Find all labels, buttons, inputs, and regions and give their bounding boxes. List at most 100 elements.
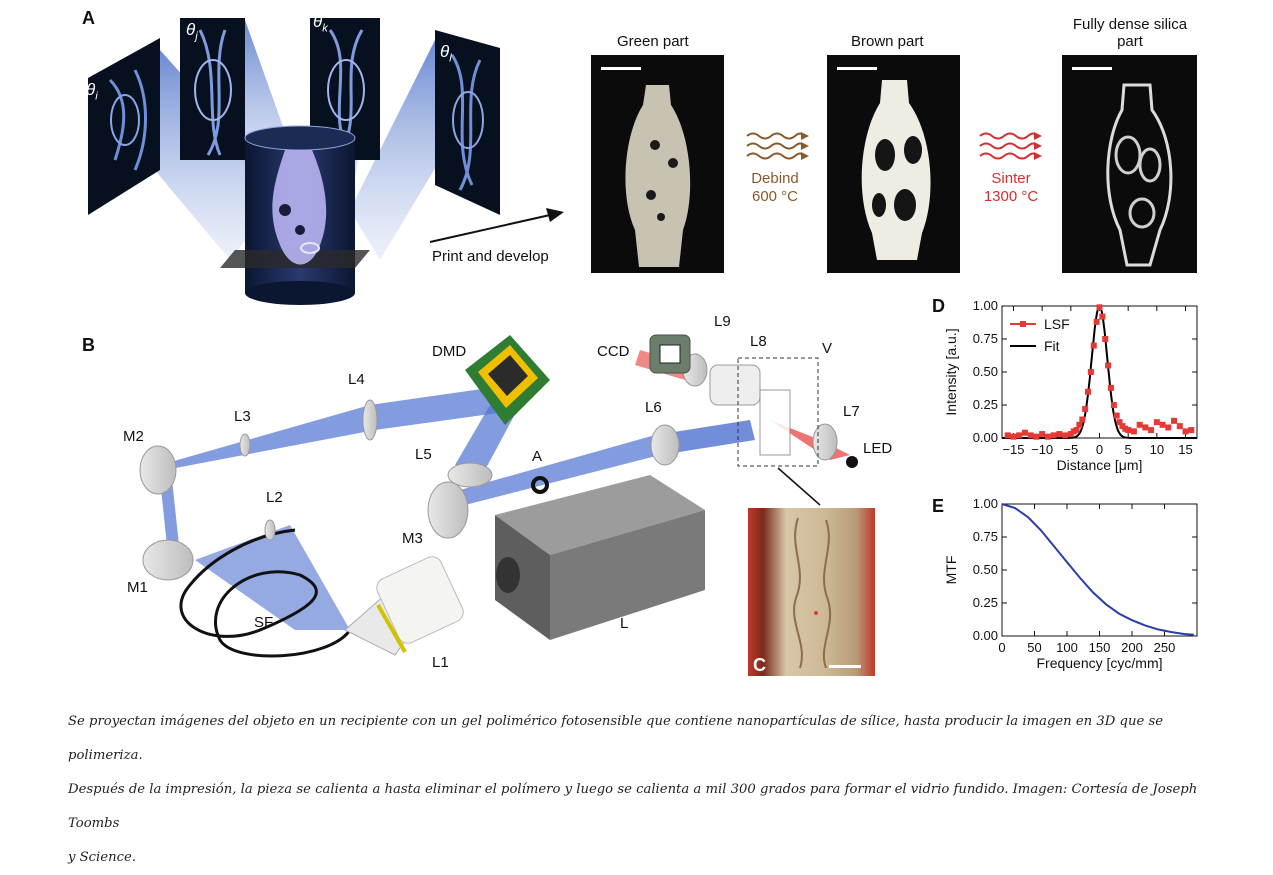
mirror-m2 (139, 445, 177, 495)
brown-part-object (861, 80, 931, 260)
caption-line-3: y Science. (68, 850, 136, 865)
y-tick-label: 0.75 (973, 529, 998, 544)
lsf-point (1130, 428, 1137, 435)
lsf-point (1148, 427, 1155, 434)
figure-caption: Se proyectan imágenes del objeto en un r… (68, 705, 1218, 875)
mirror-m3 (427, 481, 469, 539)
lsf-point (1165, 424, 1172, 431)
lsf-point (1105, 362, 1112, 369)
x-tick-label: 5 (1125, 442, 1132, 457)
y-tick-label: 0.00 (973, 628, 998, 643)
print-arrow-head (546, 208, 564, 222)
label-l9: L9 (714, 313, 731, 330)
x-tick-label: 0 (1096, 442, 1103, 457)
legend-lsf-marker (1020, 321, 1026, 327)
x-tick-label: −10 (1031, 442, 1053, 457)
lsf-point (1087, 369, 1094, 375)
mirror-m1 (142, 539, 194, 581)
panel-c-photo (748, 508, 875, 676)
lsf-point (1079, 416, 1086, 423)
beam-m2-l4 (160, 405, 375, 470)
led-source (846, 456, 858, 468)
x-axis-label: Frequency [cyc/mm] (1036, 655, 1162, 671)
tomographic-projection-illustration (88, 18, 564, 305)
lsf-point (1153, 419, 1160, 426)
panel-c-letter: C (753, 655, 766, 675)
label-dmd: DMD (432, 343, 467, 360)
vial-v (759, 389, 791, 456)
brown-part-photo (827, 55, 960, 273)
legend-lsf-label: LSF (1044, 316, 1070, 332)
theta-l-label: θl (440, 42, 452, 65)
fiber-sf (179, 528, 352, 658)
label-m1: M1 (127, 579, 148, 596)
label-m2: M2 (123, 428, 144, 445)
theta-i-label: θi (86, 80, 98, 103)
silica-part-object (1106, 83, 1173, 267)
x-tick-label: 100 (1056, 640, 1078, 655)
lens-l8 (709, 364, 761, 406)
lens-l5 (447, 462, 493, 488)
y-axis-label: Intensity [a.u.] (943, 328, 959, 415)
x-tick-label: −15 (1002, 442, 1024, 457)
lsf-point (1171, 417, 1178, 424)
lsf-point (1107, 384, 1114, 391)
print-and-develop-label: Print and develop (432, 248, 549, 265)
label-l8: L8 (750, 333, 767, 350)
lens-l2 (264, 519, 276, 541)
lsf-point (1062, 432, 1069, 439)
lsf-point (1110, 402, 1117, 408)
lsf-point (1027, 432, 1034, 439)
lsf-point (1039, 431, 1046, 438)
panel-e-letter: E (932, 496, 945, 516)
label-l1: L1 (432, 654, 449, 671)
print-arrow (429, 214, 551, 243)
x-axis-label: Distance [μm] (1057, 457, 1143, 473)
lsf-point (1093, 318, 1100, 325)
x-tick-label: 150 (1089, 640, 1111, 655)
y-tick-label: 0.50 (973, 364, 998, 379)
lsf-point (1050, 432, 1057, 439)
sinter-label: Sinter 1300 °C (983, 170, 1039, 205)
projection-panel-i (88, 38, 160, 215)
green-part-object (625, 85, 691, 267)
label-led: LED (863, 440, 893, 457)
scale-bar (837, 67, 877, 70)
sinter-heat-arrows (979, 132, 1042, 160)
label-l4: L4 (348, 371, 365, 388)
panel-c-scalebar (829, 665, 861, 668)
inset-pointer (777, 467, 821, 506)
label-a: A (532, 448, 543, 465)
lsf-point (1136, 421, 1143, 428)
lsf-point (1085, 388, 1092, 395)
lsf-point (1076, 421, 1083, 428)
caption-line-1: Se proyectan imágenes del objeto en un r… (68, 714, 1164, 763)
lsf-point (1016, 432, 1023, 439)
panel-b-letter: B (82, 335, 95, 355)
lens-l6 (650, 424, 680, 466)
lens-l4 (362, 399, 378, 441)
green-part-title: Green part (617, 33, 689, 50)
lsf-point (1182, 428, 1189, 435)
x-tick-label: −5 (1063, 442, 1078, 457)
y-tick-label: 1.00 (973, 298, 998, 313)
lsf-point (1099, 313, 1106, 320)
y-tick-label: 0.25 (973, 397, 998, 412)
lsf-point (1188, 427, 1195, 434)
x-tick-label: 15 (1178, 442, 1192, 457)
label-v: V (822, 340, 833, 357)
green-part-photo (591, 55, 724, 273)
silica-part-title: Fully dense silica part (1072, 16, 1188, 50)
lsf-point (1113, 412, 1120, 419)
lens-l7 (812, 423, 838, 461)
lsf-point (1073, 427, 1080, 434)
x-tick-label: 250 (1154, 640, 1176, 655)
x-tick-label: 200 (1121, 640, 1143, 655)
caption-line-2: Después de la impresión, la pieza se cal… (68, 782, 1198, 831)
panel-a-letter: A (82, 8, 95, 28)
beam-l4-dmd (370, 385, 520, 430)
series-fit-line (1002, 304, 1197, 439)
x-tick-label: 10 (1150, 442, 1164, 457)
lsf-point (1096, 304, 1103, 311)
lsf-point (1033, 433, 1040, 440)
